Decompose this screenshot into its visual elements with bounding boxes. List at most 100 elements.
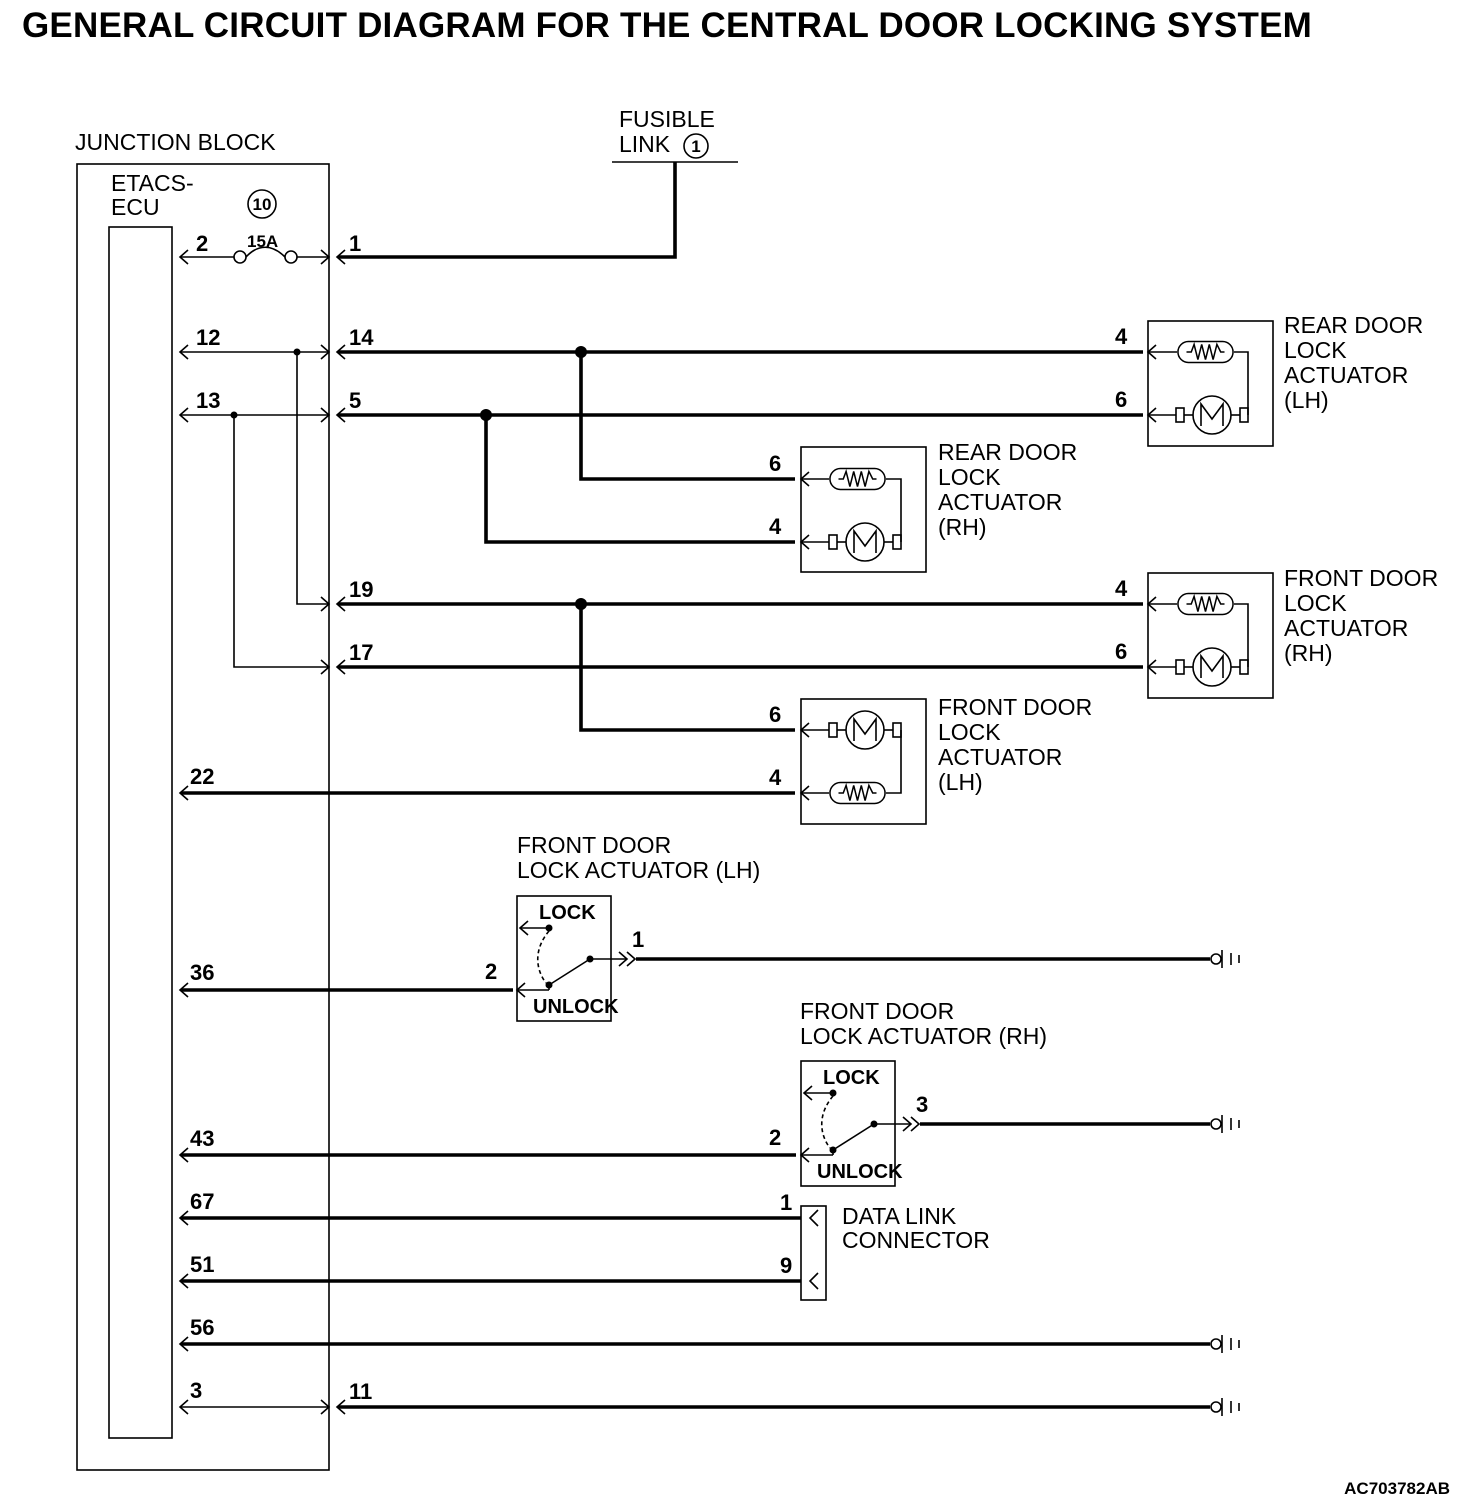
arrow-jb-17 (335, 659, 346, 675)
arrow-ecu-51 (178, 1273, 189, 1289)
arrow-jb-17-in (320, 659, 331, 675)
fuse-element (245, 246, 286, 258)
pin-out: 1 (632, 927, 644, 952)
front-door-lock-actuator-rh: 4 6 FRONT DOOR LOCK ACTUATOR (RH) (1115, 565, 1438, 699)
pin-a: 4 (1115, 324, 1128, 349)
pin-ecu-3: 3 (190, 1378, 202, 1403)
heater-icon (829, 467, 886, 491)
label-line3: ACTUATOR (1284, 362, 1408, 388)
unlock-label: UNLOCK (817, 1161, 903, 1183)
front-door-lock-switch-lh: FRONT DOOR LOCK ACTUATOR (LH) LOCK UNLOC… (485, 832, 1240, 1022)
label-line2: LOCK (938, 464, 1001, 490)
label-line2: LOCK ACTUATOR (LH) (517, 857, 760, 883)
pin-out: 3 (916, 1092, 928, 1117)
junction-block-outline (76, 163, 330, 1471)
pin-ecu-51: 51 (190, 1252, 214, 1277)
internal-wire (1234, 603, 1249, 667)
wire-19-branch (579, 604, 795, 732)
label-line2: LOCK (1284, 337, 1347, 363)
label-line3: ACTUATOR (938, 744, 1062, 770)
contact-point (545, 981, 553, 989)
motor-icon (828, 710, 902, 750)
fusible-link-number: 1 (691, 137, 700, 156)
heater-icon (1177, 340, 1234, 364)
internal-wire (886, 478, 902, 542)
pin-b: 4 (769, 765, 782, 790)
label-line1: FRONT DOOR (517, 832, 671, 858)
label-line2: LOCK (938, 719, 1001, 745)
label-line3: ACTUATOR (938, 489, 1062, 515)
pin-b: 9 (780, 1253, 792, 1278)
label-line1: DATA LINK (842, 1203, 957, 1229)
junction-block-label: JUNCTION BLOCK (75, 129, 276, 155)
pin-ecu-22: 22 (190, 764, 214, 789)
fusible-link: FUSIBLE LINK 1 (338, 106, 738, 259)
front-door-lock-switch-rh: FRONT DOOR LOCK ACTUATOR (RH) LOCK UNLOC… (769, 998, 1240, 1187)
arrow-jb-5 (335, 407, 346, 423)
arrow-jb-14 (335, 344, 346, 360)
fusible-link-label-line2: LINK (619, 131, 671, 157)
pin-jb-11: 11 (349, 1379, 372, 1404)
contact-point (545, 924, 553, 932)
pin-arrow-jb-1 (335, 249, 346, 265)
pin-arrow (626, 951, 637, 967)
pin-jb-19: 19 (349, 577, 373, 602)
internal-wiring: 12 13 3 (178, 325, 331, 1415)
ecu-label-line2: ECU (111, 194, 160, 220)
label-line4: (LH) (938, 769, 983, 795)
pin-jb-5: 5 (349, 388, 361, 413)
lock-label: LOCK (539, 902, 596, 924)
contact-point (829, 1146, 837, 1154)
pin-b: 6 (1115, 639, 1127, 664)
arrow-ecu-67 (178, 1210, 189, 1226)
actuator-box (1147, 572, 1274, 699)
ground-icon (1210, 949, 1240, 969)
arrow-ecu-56 (178, 1336, 189, 1352)
reference-code: AC703782AB (1344, 1479, 1450, 1498)
jb-output-wires: 14 5 19 17 11 (335, 325, 1240, 1417)
ground-icon (1210, 1397, 1240, 1417)
internal-wire (886, 730, 902, 794)
label-line4: (RH) (1284, 640, 1333, 666)
arrow-jb-14-in (320, 344, 331, 360)
pin-ecu-67: 67 (190, 1189, 214, 1214)
junction-block: JUNCTION BLOCK ETACS- ECU 10 (75, 129, 330, 1471)
pin-a: 6 (769, 451, 781, 476)
arrow-jb-11 (335, 1399, 346, 1415)
actuator-box (800, 698, 927, 825)
pin-b: 6 (1115, 387, 1127, 412)
fusible-link-label-line1: FUSIBLE (619, 106, 715, 132)
ecu-output-wires: 22 36 43 67 51 56 (178, 764, 1240, 1354)
pin-a: 1 (780, 1190, 792, 1215)
heater-icon (829, 781, 886, 805)
arrow-jb-19 (335, 596, 346, 612)
motor-icon (1175, 647, 1249, 687)
fuse-number: 10 (253, 195, 272, 214)
motor-icon (1175, 395, 1249, 435)
actuator-box (1147, 320, 1274, 447)
ground-icon (1210, 1114, 1240, 1134)
fuse-circuit: 2 15A 1 (178, 231, 361, 265)
pin-in: 2 (485, 959, 497, 984)
label-line2: LOCK ACTUATOR (RH) (800, 1023, 1047, 1049)
wire-14-branch (579, 352, 795, 481)
wire-internal-17 (233, 415, 329, 668)
fuse-number-circle (247, 189, 277, 219)
rear-door-lock-actuator-lh: 4 6 REAR DOOR LOCK ACTUATOR (LH) (1115, 312, 1423, 447)
unlock-label: UNLOCK (533, 996, 619, 1018)
arrow-jb-19-in (320, 596, 331, 612)
label-line1: FRONT DOOR (1284, 565, 1438, 591)
switch-travel-path (820, 1095, 834, 1149)
pin-ecu-43: 43 (190, 1126, 214, 1151)
pin-jb-17: 17 (349, 640, 373, 665)
fusible-link-number-circle (683, 133, 709, 159)
label-line4: (RH) (938, 514, 987, 540)
pin-ecu-56: 56 (190, 1315, 214, 1340)
rear-door-lock-actuator-rh: 6 4 REAR DOOR LOCK ACTUATOR (RH) (769, 439, 1077, 573)
switch-contact (548, 958, 591, 986)
pin-jb-1: 1 (349, 231, 361, 256)
heater-icon (1177, 592, 1234, 616)
actuator-box (800, 446, 927, 573)
switch-contact (832, 1123, 875, 1151)
lock-arrow (518, 920, 529, 936)
